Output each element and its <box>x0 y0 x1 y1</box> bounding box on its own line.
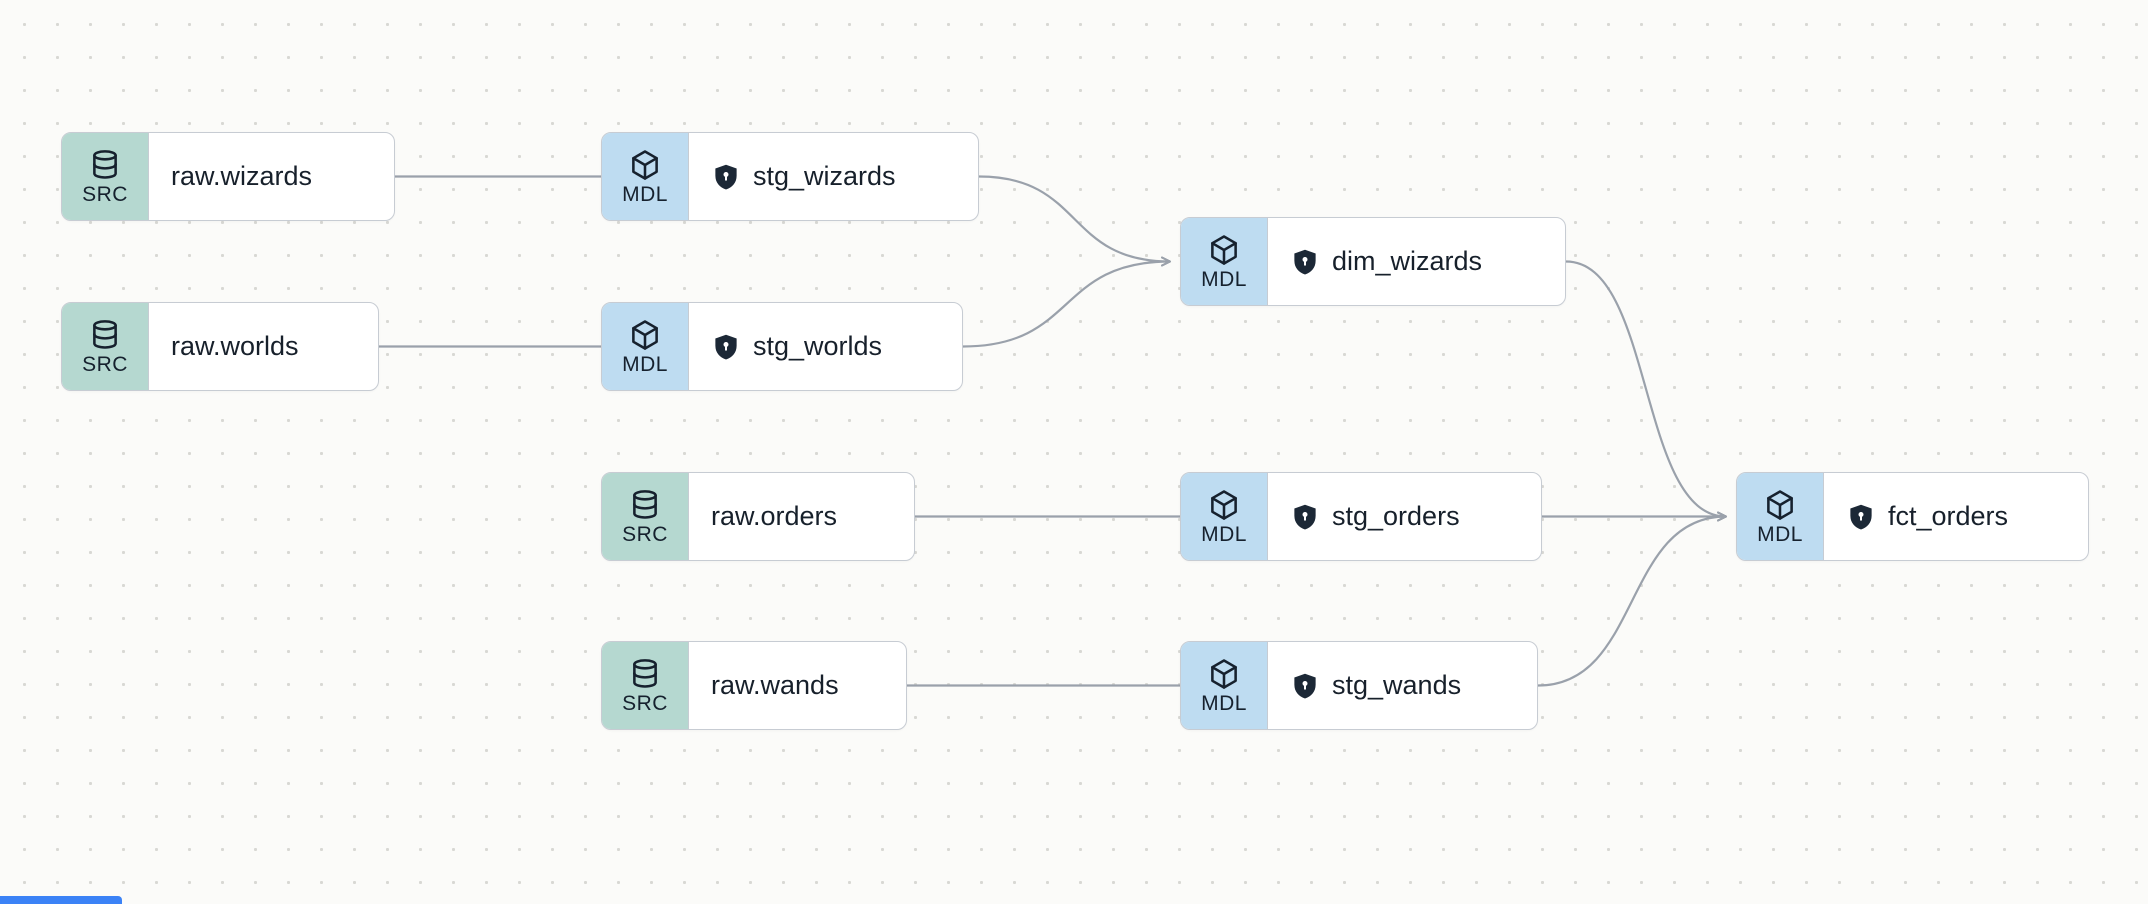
node-body: stg_wizards <box>689 133 978 220</box>
node-body: stg_worlds <box>689 303 962 390</box>
database-icon <box>88 318 122 352</box>
node-body: stg_wands <box>1268 642 1537 729</box>
edge-stg_wizards-to-dim_wizards <box>978 175 1171 267</box>
node-type-badge: MDL <box>1181 218 1268 305</box>
node-body: stg_orders <box>1268 473 1541 560</box>
node-type-label: MDL <box>1757 523 1803 546</box>
bottom-left-blue-bar <box>0 896 122 904</box>
node-type-label: SRC <box>622 523 668 546</box>
cube-icon <box>1207 233 1241 267</box>
node-raw_orders[interactable]: SRC raw.orders <box>601 472 915 561</box>
node-name-label: stg_worlds <box>753 331 883 361</box>
cube-icon <box>1207 488 1241 522</box>
edge-stg_worlds-to-dim_wizards <box>962 256 1171 348</box>
shield-icon <box>711 162 741 192</box>
node-type-label: SRC <box>82 353 128 376</box>
shield-icon <box>1290 671 1320 701</box>
node-stg_worlds[interactable]: MDL stg_worlds <box>601 302 963 391</box>
node-type-badge: MDL <box>1737 473 1824 560</box>
node-type-badge: MDL <box>1181 642 1268 729</box>
node-raw_worlds[interactable]: SRC raw.worlds <box>61 302 379 391</box>
node-name-label: stg_wands <box>1332 670 1462 700</box>
node-type-badge: MDL <box>1181 473 1268 560</box>
database-icon <box>88 148 122 182</box>
node-type-label: SRC <box>622 692 668 715</box>
database-icon <box>628 657 662 691</box>
node-name-label: raw.worlds <box>171 331 299 361</box>
node-type-badge: SRC <box>62 133 149 220</box>
node-type-badge: SRC <box>602 473 689 560</box>
edge-dim_wizards-to-fct_orders <box>1565 260 1727 522</box>
node-type-label: MDL <box>1201 692 1247 715</box>
cube-icon <box>1207 657 1241 691</box>
node-body: raw.wizards <box>149 133 394 220</box>
node-fct_orders[interactable]: MDL fct_orders <box>1736 472 2089 561</box>
node-name-label: stg_orders <box>1332 501 1460 531</box>
node-body: raw.wands <box>689 642 906 729</box>
cube-icon <box>1763 488 1797 522</box>
node-stg_wands[interactable]: MDL stg_wands <box>1180 641 1538 730</box>
node-body: fct_orders <box>1824 473 2088 560</box>
shield-icon <box>1846 502 1876 532</box>
node-raw_wizards[interactable]: SRC raw.wizards <box>61 132 395 221</box>
shield-icon <box>1290 247 1320 277</box>
node-name-label: raw.wizards <box>171 161 313 191</box>
node-name-label: raw.orders <box>711 501 838 531</box>
node-type-label: MDL <box>622 183 668 206</box>
node-name-label: dim_wizards <box>1332 246 1483 276</box>
node-stg_wizards[interactable]: MDL stg_wizards <box>601 132 979 221</box>
node-raw_wands[interactable]: SRC raw.wands <box>601 641 907 730</box>
shield-icon <box>1290 502 1320 532</box>
node-type-badge: MDL <box>602 303 689 390</box>
node-type-label: MDL <box>1201 523 1247 546</box>
node-name-label: raw.wands <box>711 670 839 700</box>
shield-icon <box>711 332 741 362</box>
node-type-label: SRC <box>82 183 128 206</box>
cube-icon <box>628 318 662 352</box>
edge-stg_wands-to-fct_orders <box>1537 511 1727 687</box>
node-dim_wizards[interactable]: MDL dim_wizards <box>1180 217 1566 306</box>
node-type-badge: SRC <box>62 303 149 390</box>
node-name-label: fct_orders <box>1888 501 2009 531</box>
cube-icon <box>628 148 662 182</box>
database-icon <box>628 488 662 522</box>
node-body: raw.worlds <box>149 303 378 390</box>
node-body: raw.orders <box>689 473 914 560</box>
node-stg_orders[interactable]: MDL stg_orders <box>1180 472 1542 561</box>
node-type-label: MDL <box>622 353 668 376</box>
node-type-badge: MDL <box>602 133 689 220</box>
node-body: dim_wizards <box>1268 218 1565 305</box>
node-name-label: stg_wizards <box>753 161 896 191</box>
node-type-badge: SRC <box>602 642 689 729</box>
node-type-label: MDL <box>1201 268 1247 291</box>
